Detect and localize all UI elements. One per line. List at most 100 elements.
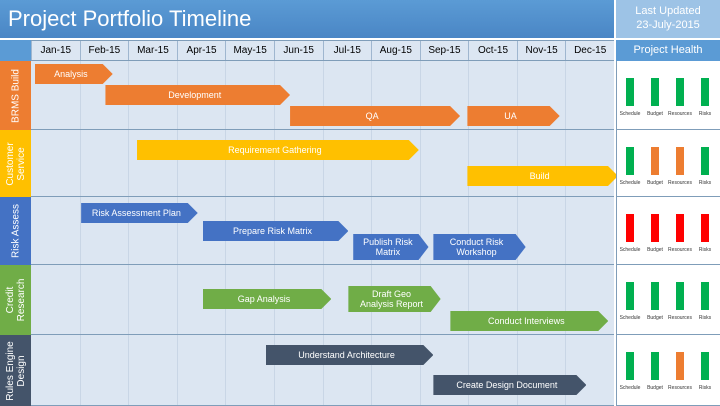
month-jun-15: Jun-15 bbox=[273, 41, 323, 60]
task-bar[interactable]: Requirement Gathering bbox=[137, 140, 419, 160]
month-feb-15: Feb-15 bbox=[79, 41, 129, 60]
health-label: Risks bbox=[698, 180, 712, 186]
month-gridline bbox=[371, 61, 373, 129]
month-nov-15: Nov-15 bbox=[516, 41, 566, 60]
month-gridline bbox=[128, 265, 130, 334]
task-bar[interactable]: Publish Risk Matrix bbox=[353, 234, 428, 260]
health-bar-risks bbox=[700, 146, 710, 176]
task-bar[interactable]: Gap Analysis bbox=[203, 289, 332, 309]
task-bar[interactable]: Development bbox=[105, 85, 290, 105]
month-gridline bbox=[371, 130, 373, 196]
task-bar[interactable]: Understand Architecture bbox=[266, 345, 434, 365]
task-bar[interactable]: Risk Assessment Plan bbox=[81, 203, 198, 223]
health-label: Schedule bbox=[619, 247, 641, 253]
month-gridline bbox=[176, 265, 178, 334]
health-bar-budget bbox=[650, 351, 660, 381]
swimlane-label-text: Rules Engine Design bbox=[4, 340, 27, 401]
project-health-cell: Schedule Budget Resources Risks bbox=[616, 130, 720, 197]
last-updated-label: Last Updated bbox=[635, 5, 701, 17]
month-gridline bbox=[419, 335, 421, 405]
health-bar-schedule bbox=[625, 351, 635, 381]
health-bar-resources bbox=[675, 77, 685, 107]
month-gridline bbox=[79, 130, 81, 196]
month-sep-15: Sep-15 bbox=[419, 41, 469, 60]
month-gridline bbox=[79, 197, 81, 264]
task-bar[interactable]: Draft Geo Analysis Report bbox=[348, 286, 440, 312]
month-gridline bbox=[516, 130, 518, 196]
health-label: Schedule bbox=[619, 315, 641, 321]
health-bar-risks bbox=[700, 213, 710, 243]
task-bar[interactable]: QA bbox=[290, 106, 460, 126]
health-label: Budget bbox=[647, 111, 663, 117]
health-label: Schedule bbox=[619, 180, 641, 186]
health-bar-resources bbox=[675, 146, 685, 176]
month-gridline bbox=[565, 61, 567, 129]
swimlane-label-text: BRMS Build bbox=[10, 68, 21, 123]
month-gridline bbox=[468, 335, 470, 405]
task-bar[interactable]: Conduct Risk Workshop bbox=[433, 234, 525, 260]
month-gridline bbox=[419, 61, 421, 129]
health-bar-risks bbox=[700, 351, 710, 381]
month-gridline bbox=[516, 61, 518, 129]
task-bar[interactable]: Conduct Interviews bbox=[450, 311, 608, 331]
month-gridline bbox=[516, 265, 518, 334]
health-label: Risks bbox=[698, 315, 712, 321]
month-gridline bbox=[371, 197, 373, 264]
health-label: Resources bbox=[668, 180, 692, 186]
month-aug-15: Aug-15 bbox=[371, 41, 420, 60]
health-label: Resources bbox=[668, 385, 692, 391]
health-bar-schedule bbox=[625, 281, 635, 311]
health-bar-resources bbox=[675, 213, 685, 243]
health-label: Resources bbox=[668, 111, 692, 117]
month-gridline bbox=[79, 61, 81, 129]
swimlane-row: Credit Research Gap Analysis Draft Geo Ana… bbox=[0, 265, 720, 335]
month-gridline bbox=[79, 265, 81, 334]
month-jan-15: Jan-15 bbox=[31, 41, 80, 60]
health-label: Risks bbox=[698, 385, 712, 391]
swimlane-label-text: Credit Research bbox=[4, 278, 27, 322]
month-gridline bbox=[322, 130, 324, 196]
month-gridline bbox=[516, 197, 518, 264]
page-title: Project Portfolio Timeline bbox=[8, 6, 252, 31]
swimlane-label: Credit Research bbox=[0, 265, 31, 335]
month-gridline bbox=[225, 335, 227, 405]
swimlane-label-text: Customer Service bbox=[4, 141, 27, 186]
task-bar[interactable]: Prepare Risk Matrix bbox=[203, 221, 349, 241]
month-gridline bbox=[128, 130, 130, 196]
health-bar-budget bbox=[650, 77, 660, 107]
task-bar[interactable]: UA bbox=[467, 106, 559, 126]
health-label: Schedule bbox=[619, 111, 641, 117]
task-bar[interactable]: Analysis bbox=[35, 64, 113, 84]
health-bar-resources bbox=[675, 351, 685, 381]
month-gridline bbox=[565, 197, 567, 264]
month-gridline bbox=[273, 335, 275, 405]
health-label: Budget bbox=[647, 180, 663, 186]
month-gridline bbox=[468, 130, 470, 196]
month-gridline bbox=[565, 265, 567, 334]
month-gridline bbox=[322, 335, 324, 405]
month-gridline bbox=[128, 197, 130, 264]
health-label: Risks bbox=[698, 247, 712, 253]
month-gridline bbox=[468, 197, 470, 264]
month-gridline bbox=[176, 130, 178, 196]
month-gridline bbox=[176, 335, 178, 405]
month-gridline bbox=[79, 335, 81, 405]
month-jul-15: Jul-15 bbox=[322, 41, 372, 60]
health-bar-risks bbox=[700, 281, 710, 311]
swimlane-label: Risk Assess bbox=[0, 197, 31, 265]
task-bar[interactable]: Build bbox=[467, 166, 618, 186]
swimlane-label-text: Risk Assess bbox=[10, 204, 21, 258]
project-health-header: Project Health bbox=[616, 40, 720, 61]
swimlane-row: Rules Engine Design Understand Architectu… bbox=[0, 335, 720, 406]
task-bar[interactable]: Create Design Document bbox=[433, 375, 586, 395]
month-gridline bbox=[419, 130, 421, 196]
month-mar-15: Mar-15 bbox=[128, 41, 177, 60]
